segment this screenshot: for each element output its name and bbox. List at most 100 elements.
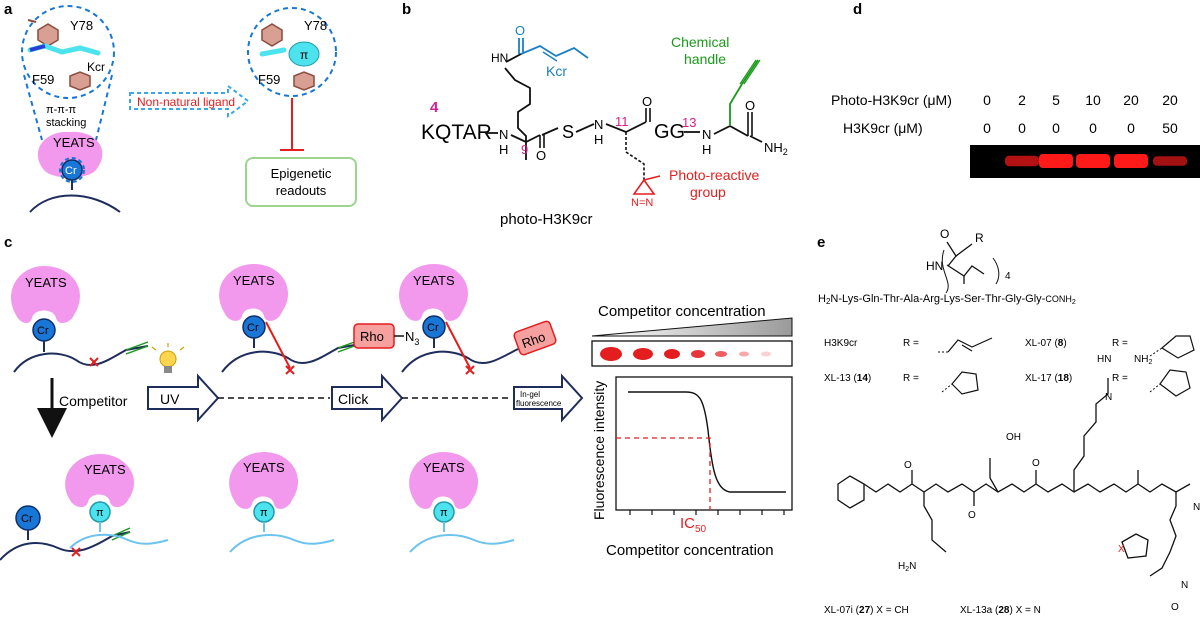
cyclopentyl-r-icon <box>1159 369 1191 397</box>
label-r-eq-4: R = <box>1112 373 1128 384</box>
label-uv: UV <box>160 391 180 407</box>
crotonyl-r-icon <box>947 337 993 353</box>
kcr-structure-icon <box>518 38 589 59</box>
concentration-wedge <box>591 317 793 337</box>
label-yeats-c1: YEATS <box>25 275 67 290</box>
label-yeats-c6: YEATS <box>423 460 465 475</box>
atom-n-b3: N <box>702 127 711 142</box>
label-xl17: XL-17 (18) <box>1025 373 1072 384</box>
label-y78: Y78 <box>70 18 93 33</box>
atom-hn-top: HN <box>1097 354 1111 365</box>
label-chemical-2: handle <box>684 51 726 67</box>
yeats-complex-3: YEATS Cr Rho <box>399 264 557 375</box>
lysine-chain-icon <box>504 67 531 160</box>
panel-label-c: c <box>4 234 12 251</box>
inhibition-curve <box>628 391 786 493</box>
atom-nh2-top: NH2 <box>1134 354 1152 366</box>
gel-band-2 <box>1039 154 1073 168</box>
atom-nh-side: N <box>1181 580 1188 591</box>
atom-h-b1: H <box>499 142 508 157</box>
lane-value-h3k9cr-2: 0 <box>1052 120 1060 136</box>
atom-h2n: H2N <box>898 561 916 573</box>
lane-value-h3k9cr-0: 0 <box>983 120 991 136</box>
atom-nh2-end: NH2 <box>1193 502 1200 514</box>
lane-value-photo-0: 0 <box>983 92 991 108</box>
label-readout-1: Epigenetic <box>271 166 332 181</box>
label-in-gel-1: In-gel <box>520 390 540 399</box>
label-xl07: XL-07 (8) <box>1025 338 1067 349</box>
label-row-photo: Photo-H3K9cr (μM) <box>831 92 952 108</box>
label-residue-11: 11 <box>615 114 629 129</box>
atom-hn-e: HN <box>926 259 943 273</box>
yeats-complex-2: YEATS Cr <box>219 264 361 375</box>
zoom-circle-right <box>247 7 337 97</box>
label-photo-h3k9cr: photo-H3K9cr <box>500 211 593 228</box>
label-r-eq-1: R = <box>903 338 919 349</box>
ligand-arrow-icon <box>129 84 250 118</box>
label-f59: F59 <box>32 72 54 87</box>
atom-oh: OH <box>1006 432 1021 443</box>
label-xl13a: XL-13a (28) X = N <box>960 605 1041 616</box>
panel-label-e: e <box>817 234 825 251</box>
gel-strip <box>591 340 793 367</box>
label-pi-a: π <box>300 48 308 62</box>
label-x-axis: Competitor concentration <box>606 542 774 559</box>
zoom-circle-left <box>21 5 115 99</box>
label-h3k9cr-e: H3K9cr <box>824 338 858 349</box>
label-residue-4: 4 <box>430 99 439 116</box>
label-competitor: Competitor <box>59 393 128 409</box>
panel-label-b: b <box>402 1 411 18</box>
inhibition-arrow-icon <box>280 98 304 151</box>
label-kcr-a: Kcr <box>87 60 105 74</box>
diazirine-icon <box>632 175 661 195</box>
ligand-pi-icon <box>288 41 320 67</box>
atom-hn-b: HN <box>491 51 508 65</box>
gel-band-4 <box>1114 154 1148 168</box>
lane-value-h3k9cr-3: 0 <box>1089 120 1097 136</box>
label-sub-4: 4 <box>1005 271 1011 282</box>
atom-h-b2: H <box>594 132 603 147</box>
yeats-complex-1: YEATS Cr <box>11 266 149 373</box>
label-cr-a: Cr <box>65 165 77 177</box>
label-yeats-c4: YEATS <box>243 460 285 475</box>
lane-value-h3k9cr-1: 0 <box>1018 120 1026 136</box>
atom-o-e1: O <box>904 460 912 471</box>
label-row-h3k9cr: H3K9cr (μM) <box>843 120 923 136</box>
label-cr-c3: Cr <box>247 322 259 334</box>
yeats-domain-icon <box>37 131 103 178</box>
label-r-eq-3: R = <box>903 373 919 384</box>
panel-b: b O Kcr HN 4 KQTAR N H 9 O S N H 11 N=N … <box>402 1 788 228</box>
yeats-complex-2-bottom: YEATS π <box>229 452 335 553</box>
label-y78-right: Y78 <box>304 18 327 33</box>
label-yeats-c2: YEATS <box>84 462 126 477</box>
alkyne-handle-icon <box>729 59 759 126</box>
panel-label-a: a <box>4 1 13 18</box>
label-n3: N3 <box>405 329 419 347</box>
lane-value-photo-3: 10 <box>1085 92 1101 108</box>
lane-value-photo-4: 20 <box>1123 92 1139 108</box>
panel-c: c YEATS Cr Competitor Cr YEATS π <box>0 234 793 561</box>
label-cr-c1: Cr <box>37 325 49 337</box>
label-r-eq-2: R = <box>1112 338 1128 349</box>
label-y-axis: Fluorescence intensity <box>591 381 607 520</box>
label-non-natural-ligand: Non-natural ligand <box>137 95 235 109</box>
histone-tail-icon <box>29 180 121 213</box>
label-pi-c4: π <box>260 507 268 519</box>
lane-value-photo-1: 2 <box>1018 92 1026 108</box>
label-in-gel-2: fluorescence <box>516 399 562 408</box>
label-residue-13: 13 <box>682 115 696 130</box>
furan-r-icon <box>1160 335 1195 359</box>
atom-o-b2: O <box>642 94 652 109</box>
yeats-complex-bottom-left: Cr YEATS π <box>0 454 169 561</box>
lane-value-photo-2: 5 <box>1052 92 1060 108</box>
gel-band-3 <box>1076 154 1110 168</box>
label-click: Click <box>338 391 369 407</box>
label-conc-title: Competitor concentration <box>598 303 766 320</box>
residue-f59-icon <box>69 71 91 91</box>
readout-box <box>245 157 357 207</box>
label-nn: N=N <box>631 197 653 209</box>
label-photo-reactive-1: Photo-reactive <box>669 167 759 183</box>
atom-n-b2: N <box>594 117 603 132</box>
atom-o-e4: O <box>1171 602 1179 613</box>
lane-value-h3k9cr-4: 0 <box>1127 120 1135 136</box>
